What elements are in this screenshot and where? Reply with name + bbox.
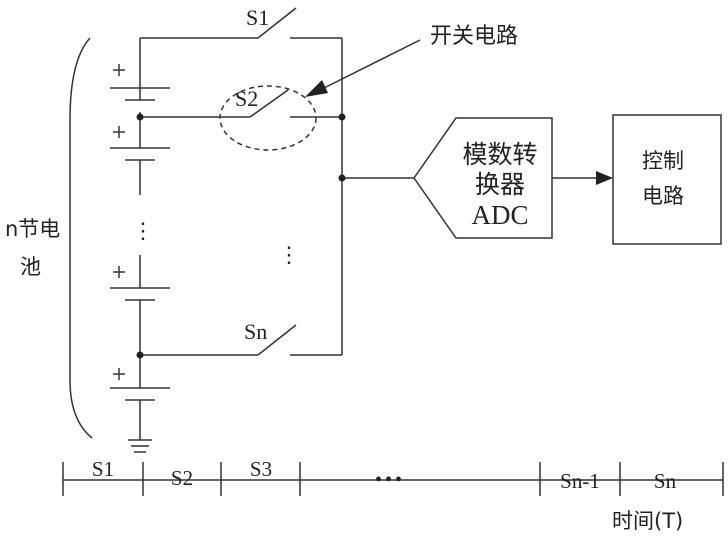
ellipsis-vertical-battery: ⋮ [132, 218, 154, 243]
control-label-line-1: 控制 [642, 149, 684, 173]
battery-cell-3 [110, 288, 170, 300]
adc-label-line-2: 换器 [475, 170, 525, 199]
callout-arrowhead [305, 80, 328, 97]
control-label-line-2: 电路 [642, 184, 684, 208]
battery-label-line-1: n节电 [5, 217, 60, 241]
timeline-segment-s3: S3 [250, 457, 272, 481]
battery-cell-2 [110, 148, 170, 160]
switch-label-sn: Sn [244, 319, 267, 344]
timeline-segment-ellipsis: ••• [375, 469, 405, 491]
timeline-segment-s2: S2 [171, 466, 193, 490]
switch-circuit-callout-label: 开关电路 [430, 24, 518, 49]
timeline-segment-s1: S1 [92, 457, 114, 481]
control-circuit-block [613, 115, 721, 244]
control-arrowhead [596, 171, 613, 185]
callout-pointer-line [320, 40, 420, 90]
switch-label-s2: S2 [235, 86, 258, 111]
junction-dots [137, 114, 346, 359]
plus-signs [113, 64, 125, 380]
switch-label-s1: S1 [246, 5, 269, 30]
timeline-axis-label: 时间(T) [612, 509, 683, 533]
battery-brace [70, 38, 92, 438]
ground-icon [128, 440, 152, 452]
adc-label-line-3: ADC [471, 200, 528, 230]
battery-label-line-2: 池 [20, 255, 41, 279]
ellipsis-vertical-switches: ⋮ [278, 242, 300, 267]
timeline-segment-sn: Sn [654, 469, 677, 493]
timeline-segment-sn-1: Sn-1 [560, 469, 600, 493]
adc-label-line-1: 模数转 [462, 140, 537, 169]
battery-cell-4 [110, 388, 170, 400]
